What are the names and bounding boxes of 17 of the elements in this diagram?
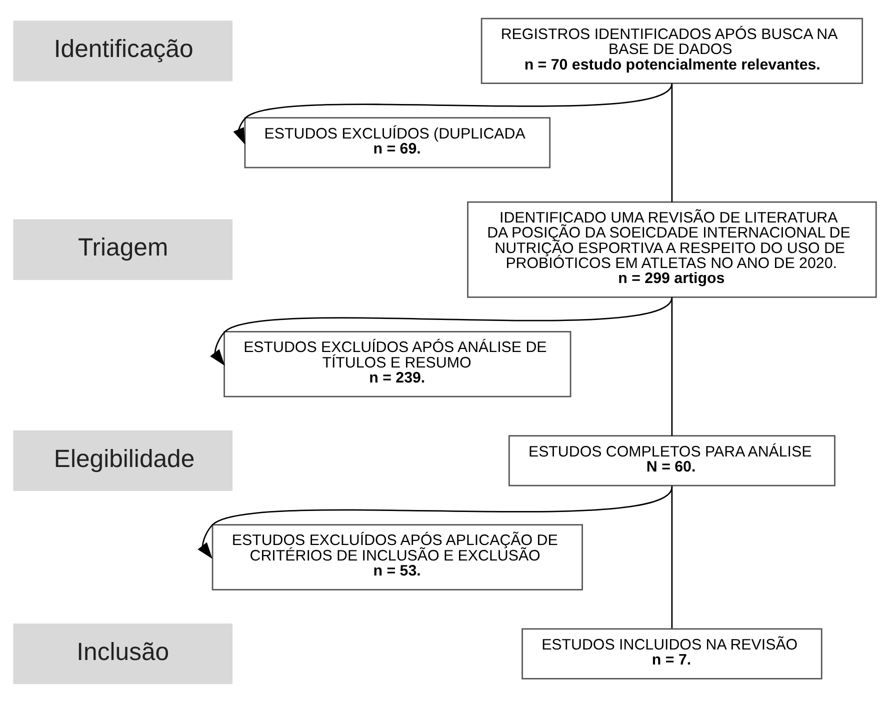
node-box: ESTUDOS EXCLUÍDOS (DUPLICADA n = 69.	[244, 117, 551, 168]
arrow	[210, 296, 672, 366]
node-box: ESTUDOS EXCLUÍDOS APÓS ANÁLISE DE TÍTULOS E RESUMO n = 239.	[224, 331, 572, 398]
connector	[671, 83, 673, 202]
node-box: ESTUDOS COMPLETOS PARA ANÁLISE N = 60.	[508, 435, 836, 486]
connector	[671, 486, 673, 628]
node-box: ESTUDOS INCLUIDOS NA REVISÃO n = 7.	[522, 628, 822, 680]
node-box: Triagem	[13, 219, 233, 280]
node-box: REGISTROS IDENTIFICADOS APÓS BUSCA NA BASE DE DADOS n = 70 estudo potencialmente relevantes.	[480, 18, 864, 84]
connector	[671, 297, 673, 436]
node-box: IDENTIFICADO UMA REVISÃO DE LITERATURA DA POSIÇÃO DA SOEICDADE INTERNACIONAL DE NUTRIÇÃO ESPORTIVA A RESPEITO DO USO DE PROBIÓTICOS EM ATLETAS NO ANO DE 2020. n = 299 artigos	[467, 201, 877, 298]
arrow	[198, 486, 672, 559]
arrow	[233, 82, 672, 145]
node-box: Identificação	[13, 20, 233, 82]
node-box: Inclusão	[13, 623, 233, 684]
node-box: ESTUDOS EXCLUÍDOS APÓS APLICAÇÃO DE CRITÉRIOS DE INCLUSÃO E EXCLUSÃO n = 53.	[212, 524, 583, 590]
node-box: Elegibilidade	[13, 430, 233, 492]
